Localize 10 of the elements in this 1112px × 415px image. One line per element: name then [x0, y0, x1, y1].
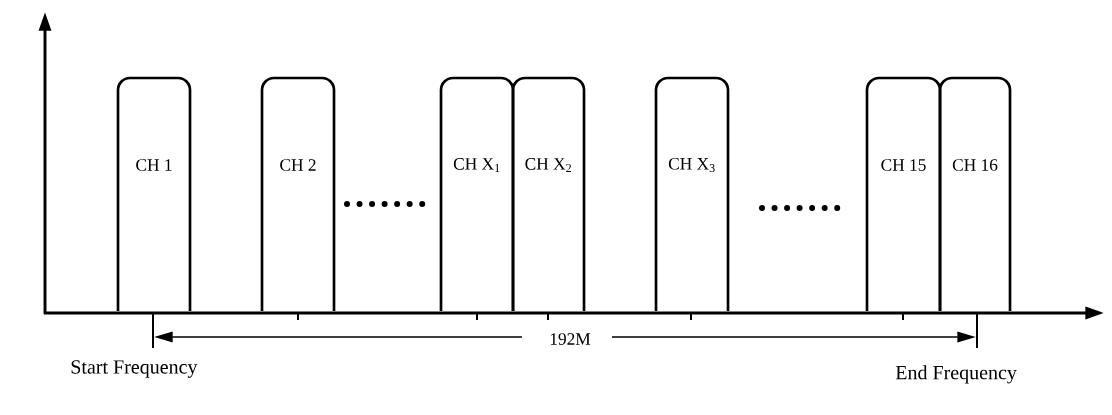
- channel-band: CH X$_{1}$: [439, 76, 515, 311]
- dimension-label: 192M: [550, 333, 591, 345]
- channel-band: CH 1: [116, 76, 192, 311]
- channel-band: CH 2: [260, 76, 336, 311]
- channel-band: CH 15: [865, 76, 942, 311]
- channel-band: CH 16: [938, 76, 1012, 311]
- channel-band: CH X$_{3}$: [654, 76, 730, 311]
- frequency-label: Start Frequency: [71, 360, 198, 378]
- frequency-label: End Frequency: [895, 365, 1017, 384]
- channel-band: CH X$_{2}$: [511, 76, 586, 311]
